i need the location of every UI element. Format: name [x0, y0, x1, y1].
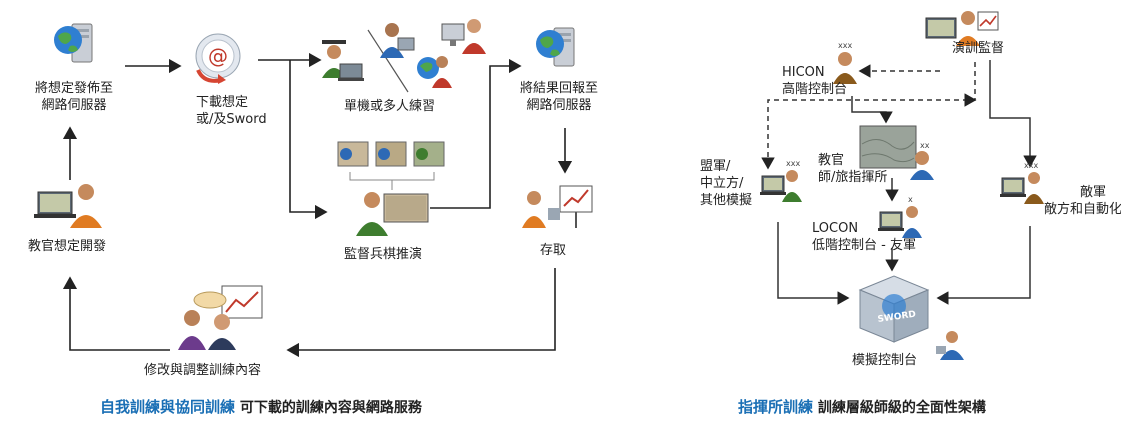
node-publish-label: 將想定發佈至 網路伺服器 [34, 81, 113, 113]
instructor-laptop-icon [34, 184, 102, 228]
node-allied-label: 盟軍/ 中立方/ 其他模擬 [700, 159, 753, 208]
node-sim-console-label: 模擬控制台 [852, 353, 918, 368]
user-computer-icon [441, 19, 486, 54]
left-caption: 自我訓練與協同訓練 可下載的訓練內容與網路服務 [100, 396, 422, 417]
node-locon-label: LOCON 低階控制台 - 友軍 [812, 221, 916, 253]
node-revise-label: 修改與調整訓練內容 [144, 363, 262, 378]
dashed-supervision-to-allied [761, 62, 976, 170]
node-practice-label: 單機或多人練習 [344, 99, 436, 114]
operator-icon [936, 331, 964, 360]
email-download-icon: @ [195, 33, 241, 84]
enemy-badge: xxx [1024, 161, 1039, 170]
node-wargame-label: 監督兵棋推演 [344, 247, 423, 262]
practice-separator [367, 29, 409, 93]
arrow-access-to-revise [286, 268, 556, 358]
node-download-label: 下載想定 或/及Sword [196, 95, 267, 127]
wargame-bracket [349, 172, 435, 190]
globe-server-icon [54, 23, 93, 63]
left-caption-highlight: 自我訓練與協同訓練 [100, 398, 236, 416]
right-caption: 指揮所訓練 訓練層級師級的全面性架構 [738, 396, 986, 417]
globe-user-icon [417, 56, 452, 88]
node-access-label: 存取 [540, 243, 567, 258]
officer-icon [833, 52, 857, 84]
instructor-badge: xx [920, 141, 930, 150]
node-develop-label: 教官想定開發 [28, 239, 107, 254]
locon-laptop-icon [878, 206, 922, 238]
node-upload-label: 將結果回報至 網路伺服器 [519, 81, 598, 113]
map-screens-icon [337, 141, 445, 167]
globe-server-icon [536, 27, 575, 67]
svg-text:@: @ [208, 44, 228, 68]
allied-laptop-icon [760, 170, 802, 202]
hicon-badge: xxx [838, 41, 853, 50]
arrow-download-to-wargame [289, 60, 328, 220]
node-hicon-label: HICON 高階控制台 [782, 65, 848, 97]
node-enemy-label: 敵軍 敵方和自動化武力 [1044, 185, 1121, 217]
arrow-enemy-to-cube [936, 226, 1031, 305]
student-laptop-icon [322, 40, 364, 81]
supervisor-screen-icon [356, 192, 429, 236]
arrow-hicon-to-instructor [851, 96, 893, 124]
locon-badge: x [908, 195, 913, 204]
node-exercise-supervision-label: 演訓監督 [952, 41, 1005, 56]
right-caption-rest: 訓練層級師級的全面性架構 [813, 400, 986, 416]
left-caption-rest: 可下載的訓練內容與網路服務 [235, 400, 422, 416]
right-caption-highlight: 指揮所訓練 [738, 398, 814, 416]
presentation-access-icon [522, 185, 593, 228]
arrow-wargame-to-upload [430, 58, 522, 209]
sword-simulation-cube-icon: SWORD [858, 275, 930, 343]
enemy-laptop-icon [1000, 172, 1044, 204]
supervisor-desk-icon [925, 11, 999, 46]
command-post-map-icon [859, 125, 934, 180]
node-instructor-label: 教官 師/旅指揮所 [818, 153, 888, 185]
arrow-allied-to-cube [777, 222, 850, 305]
team-meeting-icon [178, 285, 263, 350]
allied-badge: xxx [786, 159, 801, 168]
arrow-revise-to-develop [62, 276, 170, 351]
arrow-supervision-to-enemy [989, 60, 1037, 168]
user-computer-icon [380, 23, 415, 58]
